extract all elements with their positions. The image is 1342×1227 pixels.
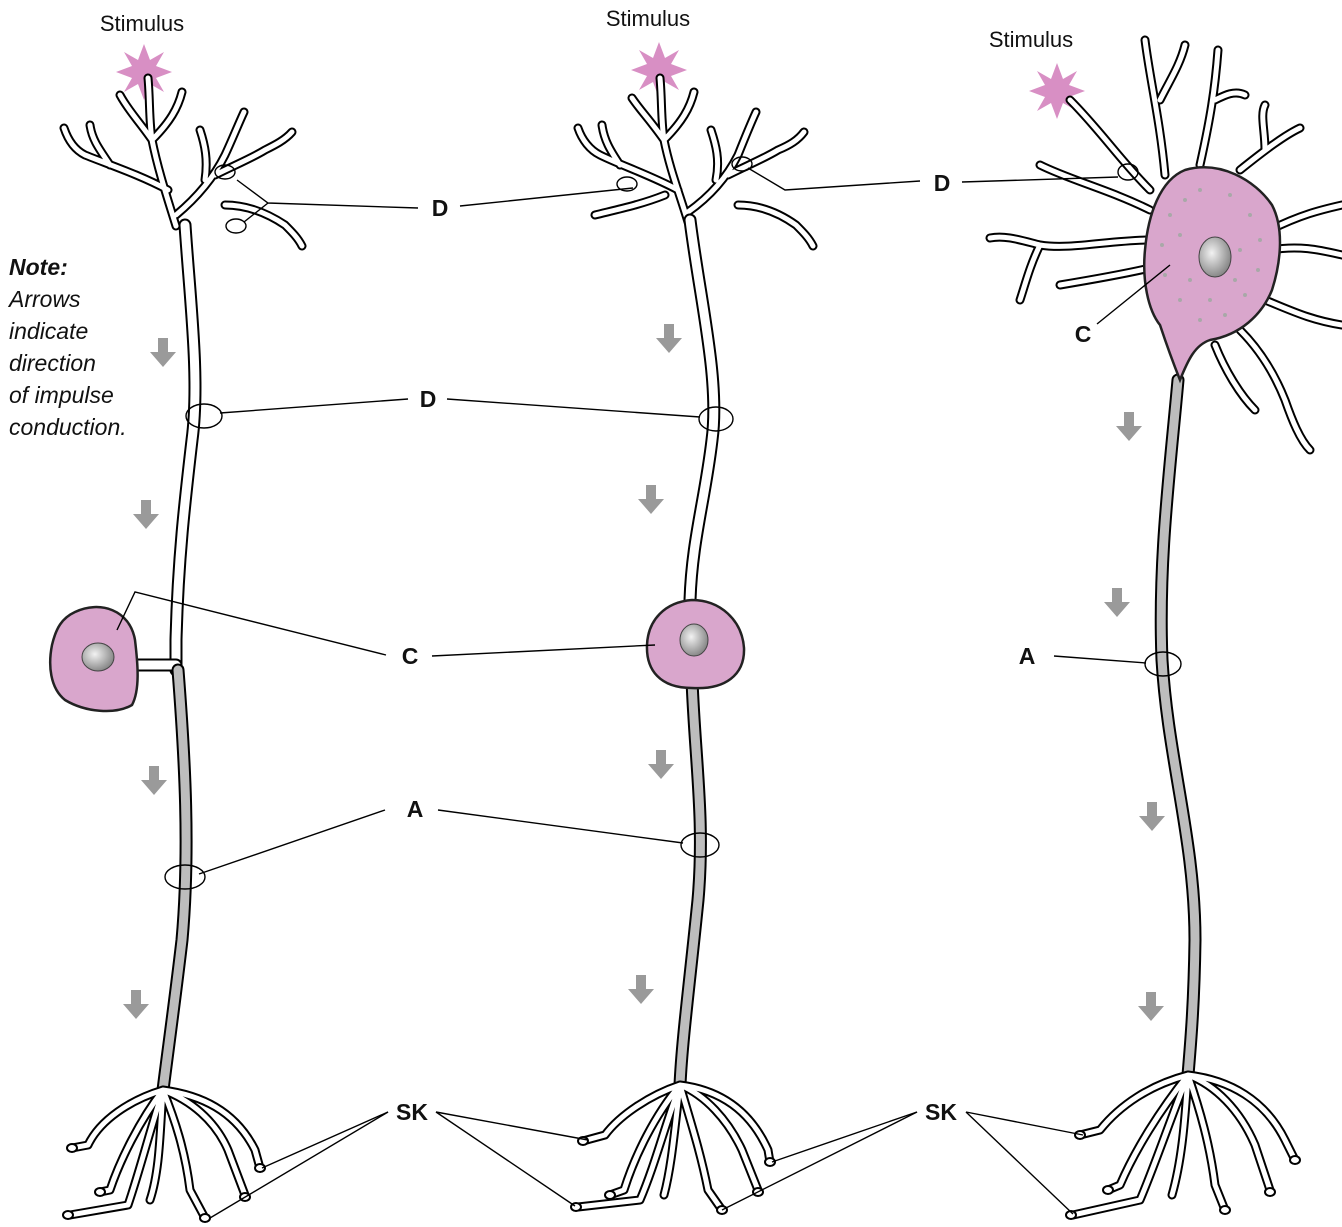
direction-arrow-icon	[1104, 588, 1130, 617]
nucleus	[82, 643, 114, 671]
stimulus-label: Stimulus	[606, 6, 690, 31]
direction-arrow-icon	[656, 324, 682, 353]
stimulus-label: Stimulus	[989, 27, 1073, 52]
direction-arrow-icon	[1139, 802, 1165, 831]
direction-arrow-icon	[150, 338, 176, 367]
label-cell-body: C	[1075, 321, 1092, 347]
note-line: indicate	[9, 318, 88, 344]
dendrite-marker	[226, 219, 246, 233]
label-synaptic-knobs: SK	[925, 1099, 957, 1125]
nucleus	[680, 624, 708, 656]
neuron-bipolar: Stimulus	[571, 6, 813, 1214]
direction-arrow-icon	[1116, 412, 1142, 441]
note-line: direction	[9, 350, 96, 376]
label-axon: A	[407, 796, 424, 822]
note-block: Note: Arrows indicate direction of impul…	[7, 254, 127, 440]
label-cell-body: C	[402, 643, 419, 669]
label-dendrites: D	[432, 195, 449, 221]
direction-arrow-icon	[141, 766, 167, 795]
direction-arrow-icon	[133, 500, 159, 529]
direction-arrow-icon	[123, 990, 149, 1019]
note-title: Note:	[9, 254, 68, 280]
synaptic-knobs	[1066, 1075, 1300, 1219]
label-axon: A	[1019, 643, 1036, 669]
nucleus	[1199, 237, 1231, 277]
direction-arrow-icon	[648, 750, 674, 779]
note-line: conduction.	[9, 414, 127, 440]
direction-arrow-icon	[638, 485, 664, 514]
direction-arrow-icon	[1138, 992, 1164, 1021]
label-synaptic-knobs: SK	[396, 1099, 428, 1125]
note-line: Arrows	[7, 286, 81, 312]
synaptic-knobs	[571, 1085, 775, 1214]
note-line: of impulse	[9, 382, 114, 408]
neuron-unipolar: Stimulus	[50, 11, 302, 1222]
synaptic-knobs	[63, 1090, 265, 1222]
direction-arrow-icon	[628, 975, 654, 1004]
leader-lines	[117, 168, 1170, 1218]
neuron-multipolar: Stimulus	[989, 27, 1342, 1219]
label-dendrites: D	[420, 386, 437, 412]
stimulus-star-icon	[116, 44, 172, 100]
label-dendrites: D	[934, 170, 951, 196]
stimulus-label: Stimulus	[100, 11, 184, 36]
